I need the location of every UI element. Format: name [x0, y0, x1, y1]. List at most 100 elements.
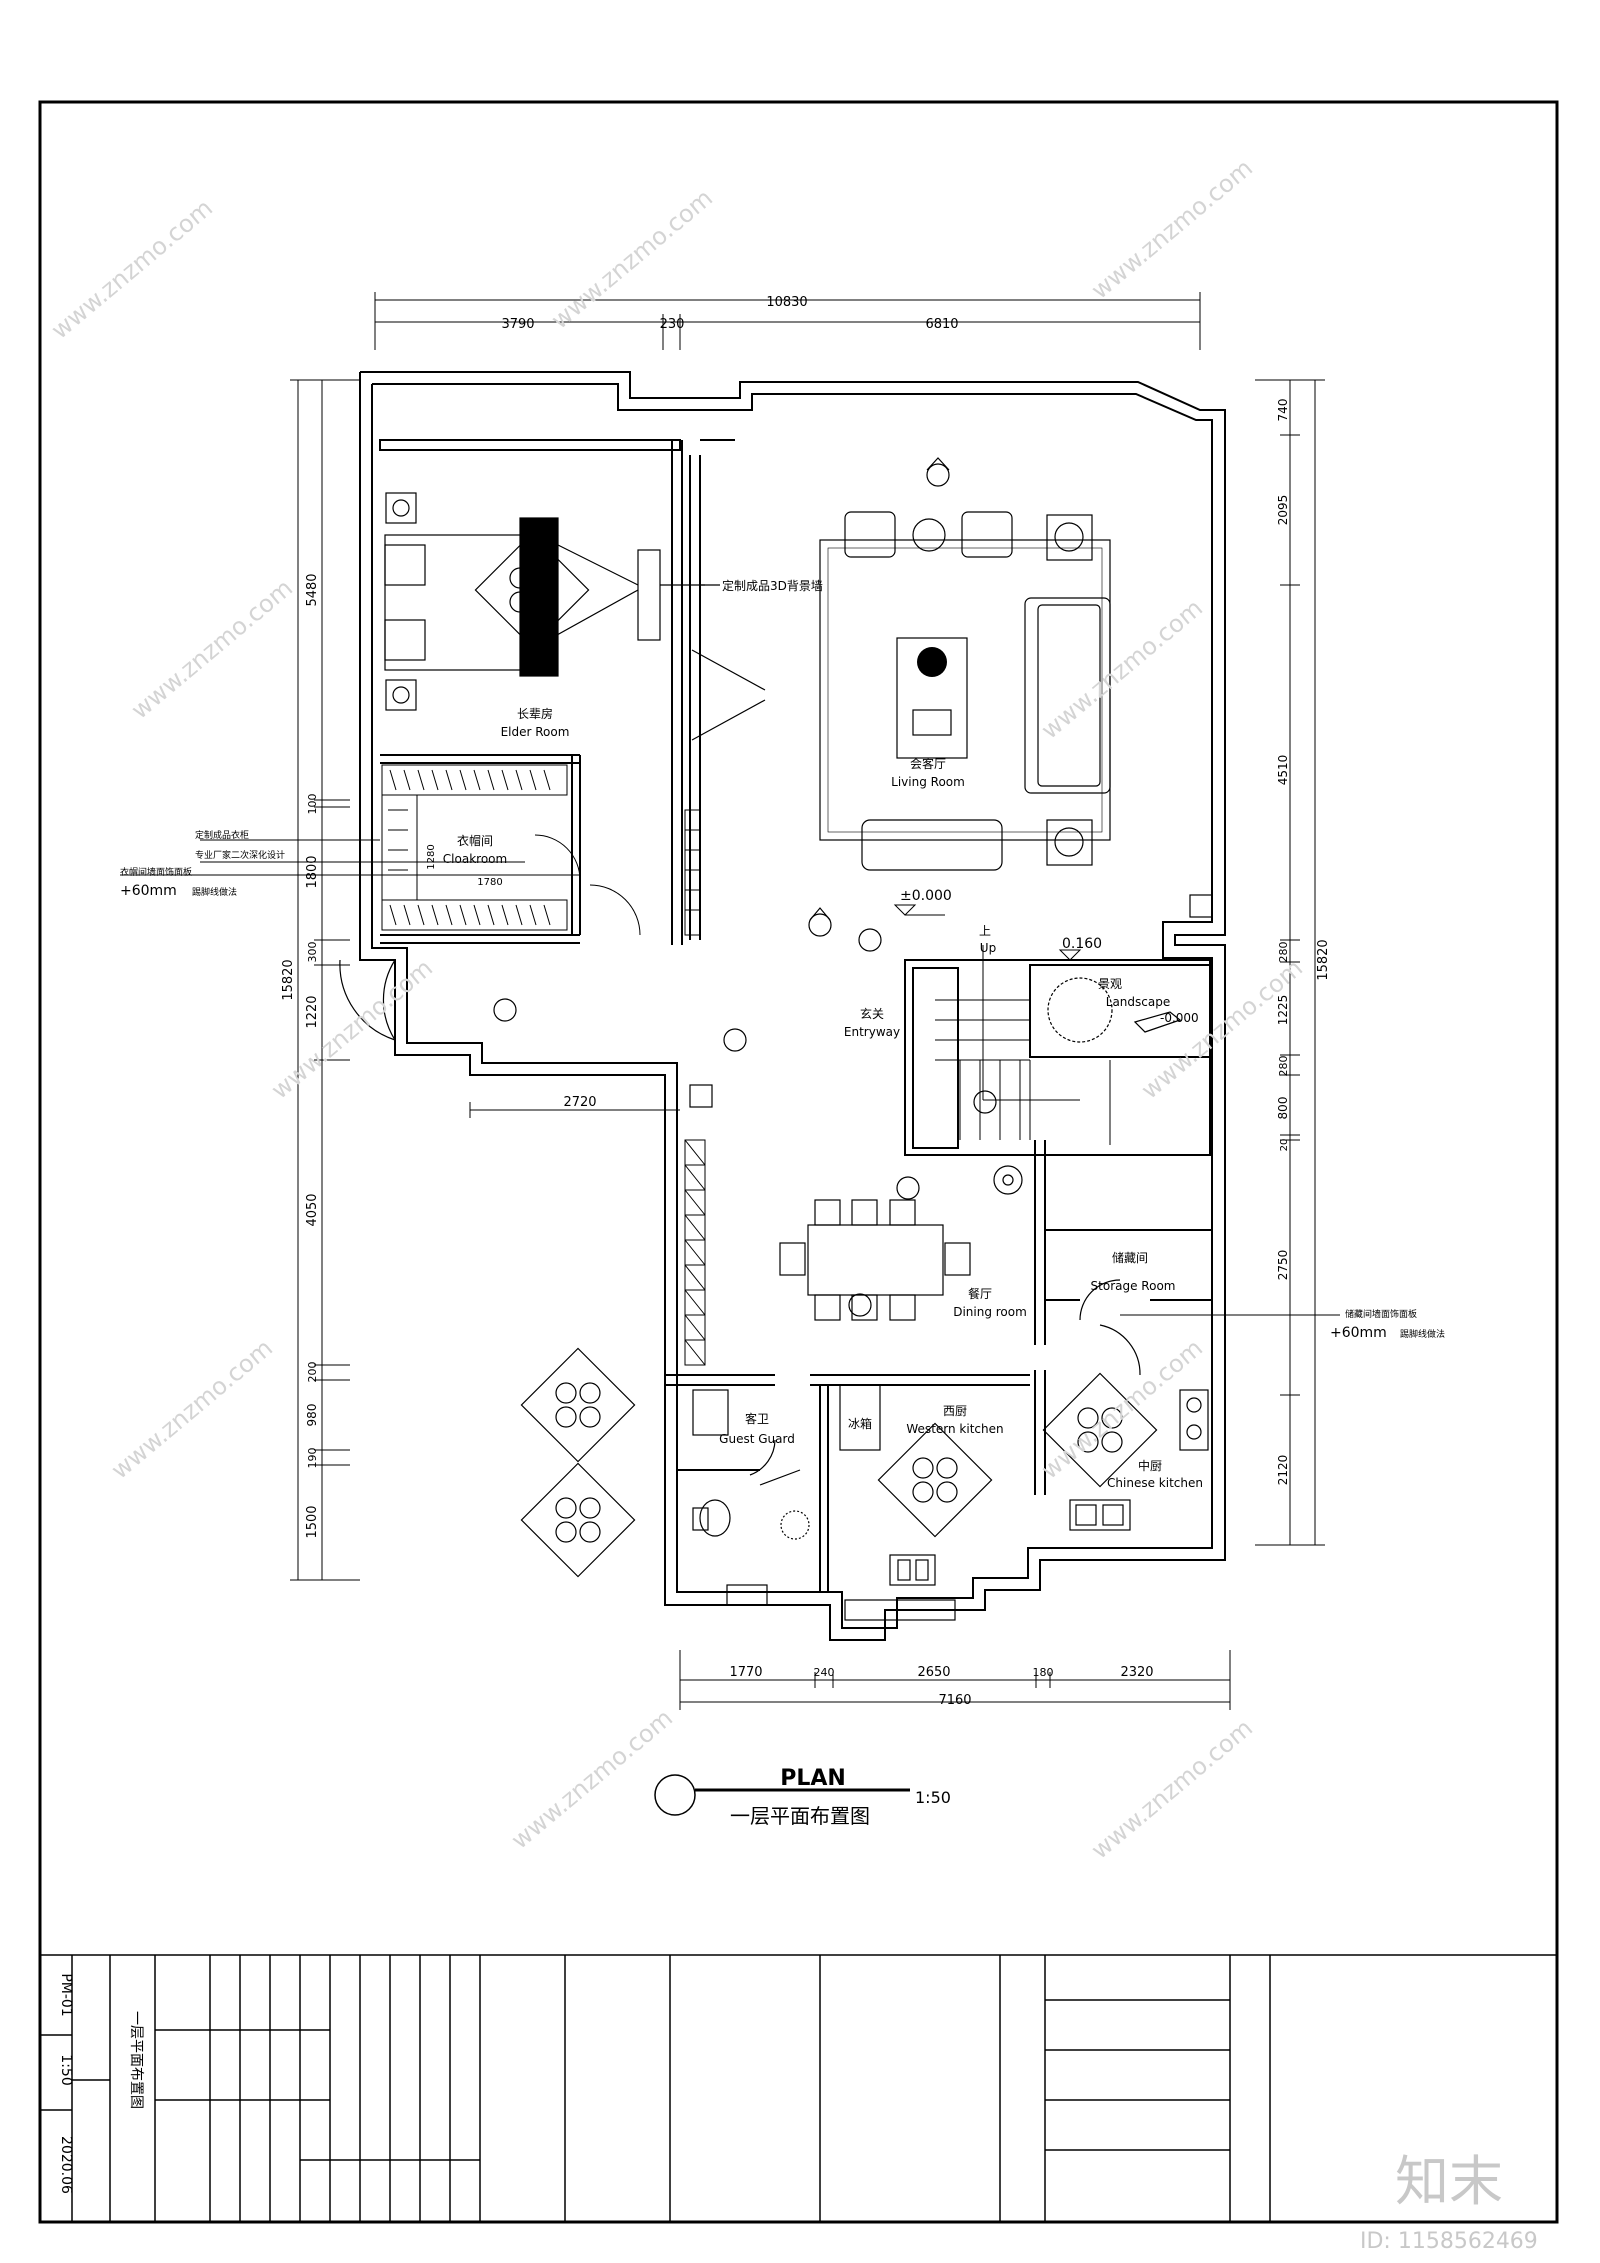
entry-door	[339, 959, 396, 1041]
dim-left-a: 5480	[305, 573, 320, 606]
dim-top-c: 6810	[925, 317, 958, 332]
label-entry-en: Entryway	[844, 1025, 900, 1039]
watermark-site-11: www.znzmo.com	[1086, 1714, 1258, 1865]
dim-left-f: 4050	[305, 1193, 320, 1226]
label-storage-cn: 储藏间	[1112, 1250, 1148, 1265]
title-block	[39, 1954, 1558, 2223]
dimension-bottom: 1770 240 2650 180 2320 7160	[679, 1650, 1231, 1710]
dim-right-total: 15820	[1316, 939, 1331, 980]
note-cloak-3: 衣帽间墙面饰面板	[120, 866, 192, 878]
living-furniture	[819, 511, 1111, 871]
dim-left-g: 200	[306, 1362, 319, 1383]
label-stair-en: Up	[980, 941, 996, 955]
note-tv-wall: 定制成品3D背景墙	[722, 578, 823, 593]
title-cn: 一层平面布置图	[730, 1804, 870, 1828]
dim-left-i: 190	[306, 1448, 319, 1469]
watermark-site-1: www.znzmo.com	[46, 194, 218, 345]
dim-top-total: 10830	[766, 295, 807, 310]
watermark-site-3: www.znzmo.com	[1086, 154, 1258, 305]
elevation-markers	[474, 457, 1213, 1578]
dim-left-d: 300	[306, 942, 319, 963]
note-cloak-1: 定制成品衣柜	[195, 829, 249, 841]
watermark-site-2: www.znzmo.com	[546, 184, 718, 335]
label-landscape-en: Landscape	[1106, 995, 1170, 1009]
dim-right-j: 2120	[1276, 1455, 1290, 1486]
label-cloak-cn: 衣帽间	[457, 833, 493, 848]
tb-scale: 1:50	[58, 2054, 74, 2085]
tb-date: 2020.06	[58, 2136, 74, 2194]
dim-right-b: 2095	[1276, 495, 1290, 526]
dim-right-c: 4510	[1276, 755, 1290, 786]
watermark-site-10: www.znzmo.com	[506, 1704, 678, 1855]
dimension-top: 10830 3790 230 6810	[374, 292, 1201, 350]
dim-right-a: 740	[1276, 399, 1290, 422]
leader-notes	[120, 584, 1340, 1316]
note-cloak-2: 专业厂家二次深化设计	[195, 849, 285, 861]
tb-drawing-name: 一层平面布置图	[128, 2011, 144, 2109]
dim-right-f: 280	[1277, 1056, 1290, 1077]
level-landscape-lower: -0.000	[1160, 1011, 1199, 1025]
label-western-cn: 西厨	[943, 1404, 967, 1418]
level-landscape: 0.160	[1062, 936, 1102, 952]
watermark-site-5: www.znzmo.com	[1036, 594, 1208, 745]
bed	[384, 492, 559, 711]
watermark-site-7: www.znzmo.com	[1136, 954, 1308, 1105]
note-storage-plus: +60mm	[1330, 1325, 1387, 1341]
dim-bottom-e: 2320	[1120, 1665, 1153, 1680]
title-scale: 1:50	[915, 1788, 951, 1807]
dim-right-i: 2750	[1276, 1250, 1290, 1281]
dim-top-b: 230	[660, 317, 685, 332]
dim-left-total: 15820	[281, 959, 296, 1000]
label-landscape-cn: 景观	[1098, 977, 1122, 991]
label-guest-cn: 客卫	[745, 1411, 769, 1426]
dimension-right: 15820 740 2095 4510 280 1225 280 800 20 …	[1255, 379, 1331, 1546]
staircase	[935, 945, 1111, 1145]
drawing-title	[654, 1774, 910, 1816]
label-dining-en: Dining room	[953, 1305, 1027, 1319]
watermark-id: ID: 1158562469	[1360, 2229, 1538, 2254]
dim-right-h: 20	[1279, 1139, 1290, 1152]
note-storage-2: 踢脚线做法	[1400, 1328, 1445, 1340]
label-cloak-en: Cloakroom	[443, 852, 507, 866]
dim-left-e: 1220	[305, 995, 320, 1028]
dim-bottom-total: 7160	[938, 1693, 971, 1708]
dim-top-a: 3790	[501, 317, 534, 332]
dim-bottom-b: 240	[814, 1666, 835, 1679]
dim-bottom-a: 1770	[729, 1665, 762, 1680]
note-cloak-4: 踢脚线做法	[192, 886, 237, 898]
dim-bottom-c: 2650	[917, 1665, 950, 1680]
label-dining-cn: 餐厅	[968, 1286, 992, 1301]
watermark-site-8: www.znzmo.com	[106, 1334, 278, 1485]
label-elder-en: Elder Room	[501, 725, 570, 739]
dim-inner-1780: 1780	[477, 877, 502, 888]
dim-left-c: 1800	[305, 855, 320, 888]
label-stair-cn: 上	[979, 924, 991, 938]
label-guest-en: Guest Guard	[719, 1432, 795, 1446]
cloakroom-wardrobe	[381, 764, 641, 936]
title-plan: PLAN	[780, 1766, 846, 1791]
sheet-border	[38, 100, 1559, 2224]
shoe-cabinet	[684, 809, 706, 1366]
watermark-brand: 知末	[1395, 2150, 1503, 2213]
dim-inner-1280: 1280	[426, 844, 437, 869]
label-chinese-en: Chinese kitchen	[1107, 1476, 1203, 1490]
level-main: ±0.000	[900, 888, 952, 904]
dim-right-e: 1225	[1276, 995, 1290, 1026]
label-storage-en: Storage Room	[1091, 1279, 1176, 1293]
dim-left-b: 100	[306, 794, 319, 815]
dim-right-g: 800	[1276, 1097, 1290, 1120]
tb-drawing-no: PM-01	[58, 1973, 74, 2016]
dim-bottom-d: 180	[1033, 1666, 1054, 1679]
guest-bath-fixtures	[692, 1389, 810, 1606]
chinese-kitchen-fixtures	[1069, 1279, 1209, 1531]
dim-left-j: 1500	[305, 1505, 320, 1538]
note-cloak-plus: +60mm	[120, 883, 177, 899]
dim-right-d: 280	[1277, 942, 1290, 963]
western-kitchen-fixtures	[839, 1384, 956, 1621]
dim-left-h: 980	[305, 1404, 319, 1427]
label-fridge-cn: 冰箱	[848, 1416, 872, 1431]
outer-wall	[359, 371, 1226, 1641]
watermark-site-9: www.znzmo.com	[1036, 1334, 1208, 1485]
watermark-site-4: www.znzmo.com	[126, 574, 298, 725]
